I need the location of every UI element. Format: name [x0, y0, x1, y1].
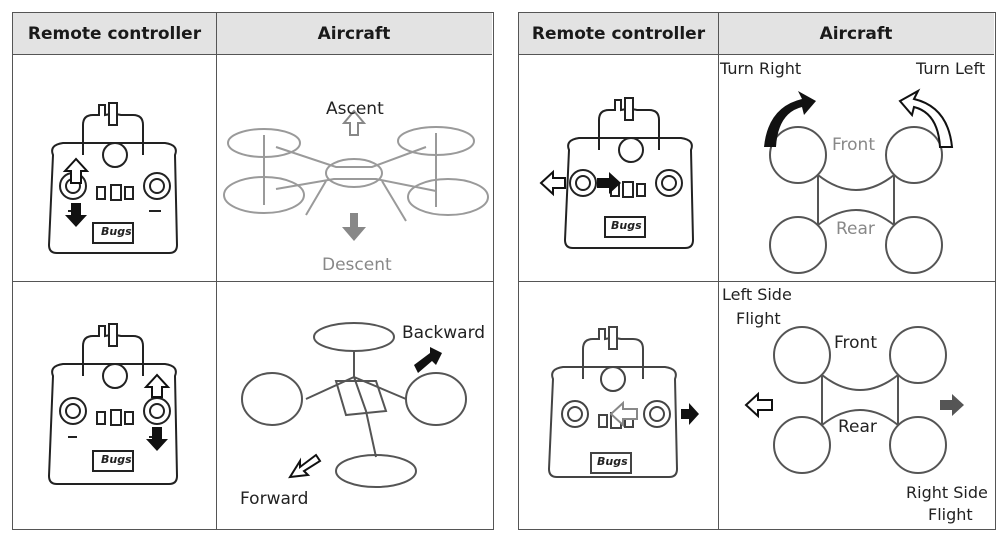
controller-pitch-forward-backward: Bugs: [13, 281, 216, 529]
label-left-side-flight: Flight: [736, 309, 781, 328]
label-descent: Descent: [322, 255, 392, 275]
label-rear: Rear: [836, 219, 875, 239]
column-divider: [718, 13, 719, 529]
header-aircraft: Aircraft: [718, 13, 994, 55]
controller-roll-side: Bugs: [519, 281, 718, 529]
label-turn-right: Turn Right: [720, 59, 802, 78]
controller-brand-label: Bugs: [101, 453, 132, 466]
label-right-side-flight: Flight: [928, 505, 973, 524]
label-turn-left: Turn Left: [916, 59, 986, 78]
right-instruction-table: Remote controller Aircraft Bugs: [518, 12, 996, 530]
label-left-side: Left Side: [722, 285, 792, 304]
header-remote-controller: Remote controller: [519, 13, 718, 55]
label-front: Front: [832, 135, 875, 155]
controller-brand-label: Bugs: [101, 225, 132, 238]
controller-yaw-turn: Bugs: [519, 55, 718, 281]
header-aircraft: Aircraft: [216, 13, 492, 55]
aircraft-ascent-descent: Ascent Descent: [216, 55, 492, 281]
label-front: Front: [834, 333, 877, 353]
row-divider: [13, 281, 493, 282]
controller-brand-label: Bugs: [597, 455, 628, 468]
left-instruction-table: Remote controller Aircraft Bugs: [12, 12, 494, 530]
controller-throttle-up-down: Bugs: [13, 55, 216, 281]
aircraft-forward-backward: Backward Forward: [216, 281, 492, 529]
column-divider: [216, 13, 217, 529]
label-forward: Forward: [240, 489, 309, 509]
label-ascent: Ascent: [326, 99, 384, 119]
label-rear: Rear: [838, 417, 877, 437]
label-right-side: Right Side: [906, 483, 988, 502]
header-remote-controller: Remote controller: [13, 13, 216, 55]
label-backward: Backward: [402, 323, 486, 343]
controller-brand-label: Bugs: [611, 219, 642, 232]
row-divider: [519, 281, 995, 282]
aircraft-side-flight: Left Side Flight Front Rear Right Side F…: [718, 281, 994, 529]
aircraft-turn-left-right: Turn Right Turn Left Front Rear: [718, 55, 994, 281]
